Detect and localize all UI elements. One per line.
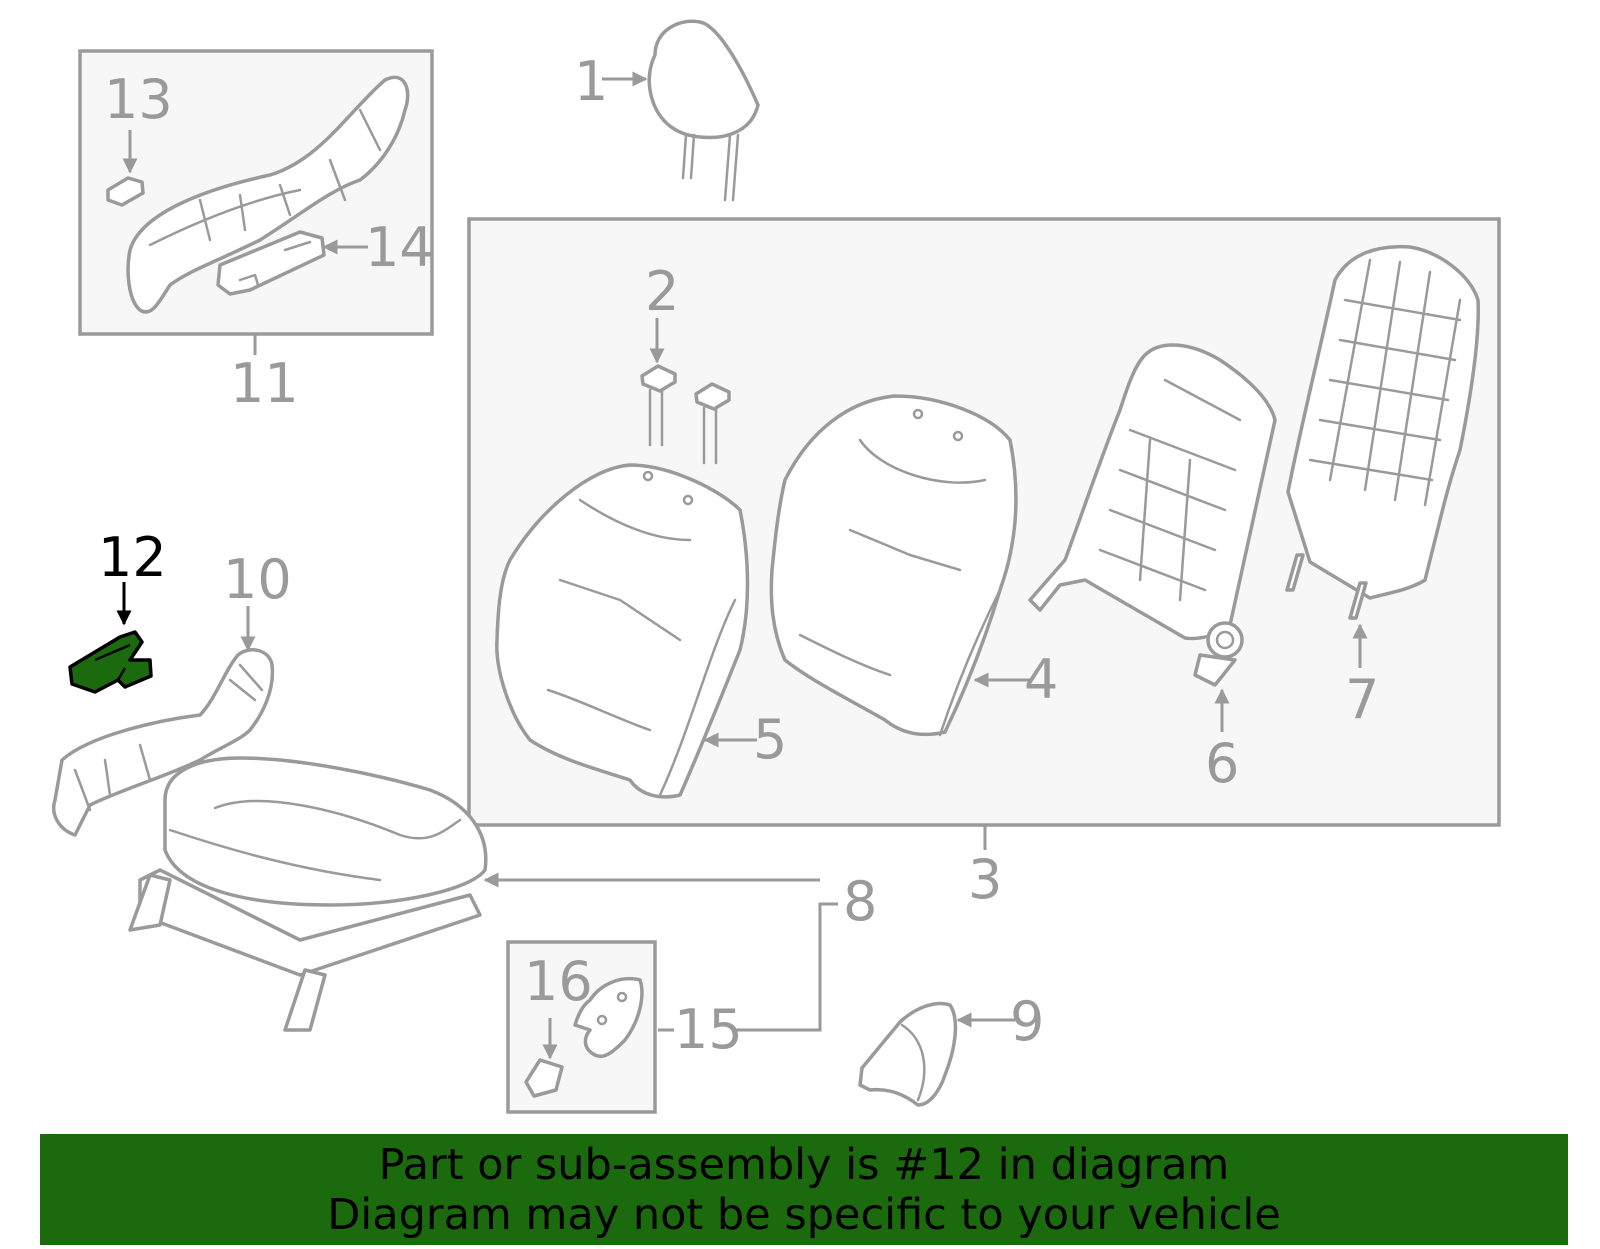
clip-part-13 [106,176,145,207]
headrest-part [647,19,760,202]
callout-1: 1 [574,50,608,113]
bracket-part-15 [573,977,644,1058]
callout-9: 9 [1010,990,1044,1053]
highlighted-part-12 [68,630,153,694]
seatback-pad-part-4 [769,394,1018,737]
callout-7: 7 [1345,668,1379,731]
leader-lines [116,71,1368,1060]
callout-16: 16 [524,950,593,1013]
back-board-part-7 [1285,244,1481,620]
callout-6: 6 [1205,732,1239,795]
callout-12-highlighted: 12 [98,526,167,589]
cover-part-9 [858,1001,958,1107]
callout-11: 11 [230,352,299,415]
callout-4: 4 [1024,648,1058,711]
callout-2: 2 [645,260,679,323]
callout-10: 10 [223,548,292,611]
callout-5: 5 [753,708,787,771]
callout-3: 3 [968,848,1002,911]
seatback-cover-part-5 [495,463,750,799]
callout-13: 13 [104,68,173,131]
banner-line-disclaimer: Diagram may not be specific to your vehi… [327,1189,1281,1240]
seat-cushion-part-8 [128,756,488,1032]
cushion-side-shield-part [126,75,410,314]
side-shield-part-10 [52,648,275,837]
headrest-guide-part-2 [640,364,731,465]
seatback-frame-part-6 [1028,343,1277,687]
switch-part-14 [216,230,326,296]
info-banner: Part or sub-assembly is #12 in diagram D… [40,1134,1568,1245]
callout-15: 15 [674,998,743,1061]
banner-line-part-number: Part or sub-assembly is #12 in diagram [378,1139,1230,1190]
callout-14: 14 [365,216,434,279]
cap-part-16 [524,1058,564,1098]
callout-8: 8 [843,870,877,933]
